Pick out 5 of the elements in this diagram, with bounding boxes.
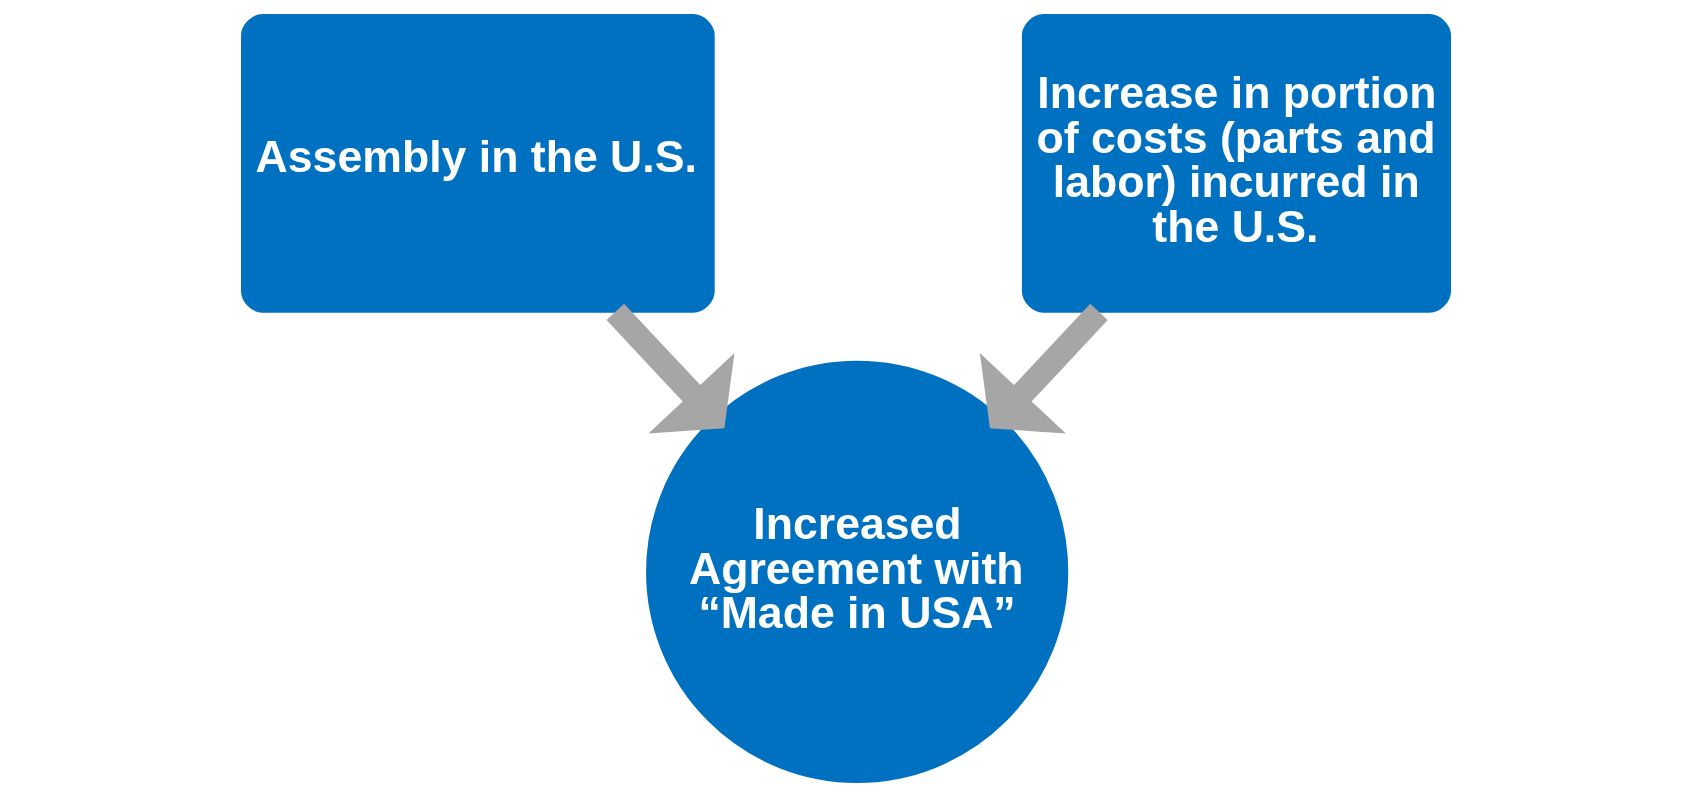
arrow xyxy=(606,303,735,434)
node-box: Increase in portion of costs (parts and labor) incurred in the U.S. xyxy=(1021,14,1451,313)
node-circle: Increased Agreement with “Made in USA” xyxy=(646,360,1069,783)
node-box: Assembly in the U.S. xyxy=(241,14,715,313)
arrow xyxy=(979,303,1108,434)
